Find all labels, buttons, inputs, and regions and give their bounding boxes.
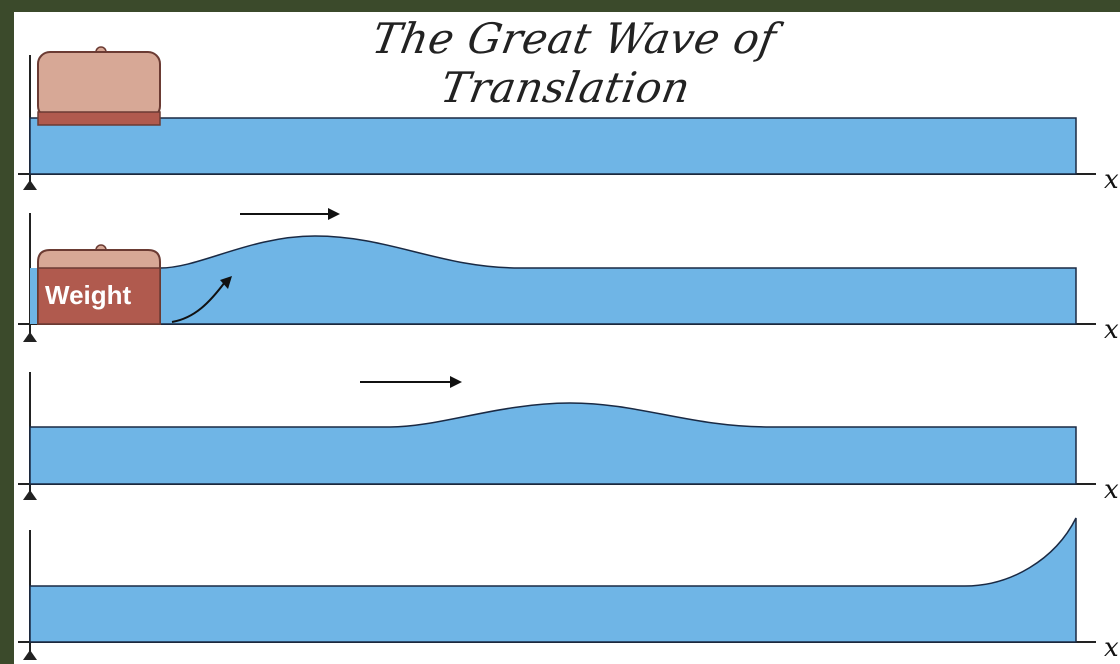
- stage-2-weight: Weight: [37, 244, 161, 325]
- stage-4-axis-label: x: [1104, 633, 1119, 663]
- stage-1-weight: [37, 46, 161, 126]
- stage-4-wall-foot: [23, 650, 37, 660]
- stage-1: x: [18, 46, 1119, 195]
- stage-2-wall-foot: [23, 332, 37, 342]
- stage-1-water: [29, 117, 1077, 175]
- stage-4: x: [18, 517, 1119, 663]
- stage-3-direction-arrowhead: [450, 376, 462, 388]
- stage-1-wall-foot: [23, 180, 37, 190]
- stage-2: Weight x: [18, 208, 1119, 345]
- stage-3-wall-foot: [23, 490, 37, 500]
- stage-3-water-with-wave: [29, 402, 1077, 485]
- stage-3-axis-label: x: [1104, 475, 1119, 505]
- stage-2-water-with-wave: [159, 235, 1077, 325]
- diagram-title: The Great Wave of Translation: [368, 14, 781, 112]
- stage-2-push-arrowhead: [220, 276, 232, 289]
- stage-2-direction-arrowhead: [328, 208, 340, 220]
- stage-1-axis-label: x: [1104, 165, 1119, 195]
- stage-2-axis-label: x: [1104, 315, 1119, 345]
- weight-label: Weight: [45, 280, 132, 310]
- stage-4-water-with-wave: [29, 517, 1077, 643]
- stage-3: x: [18, 372, 1119, 505]
- stage-2-push-arrow: [171, 281, 226, 323]
